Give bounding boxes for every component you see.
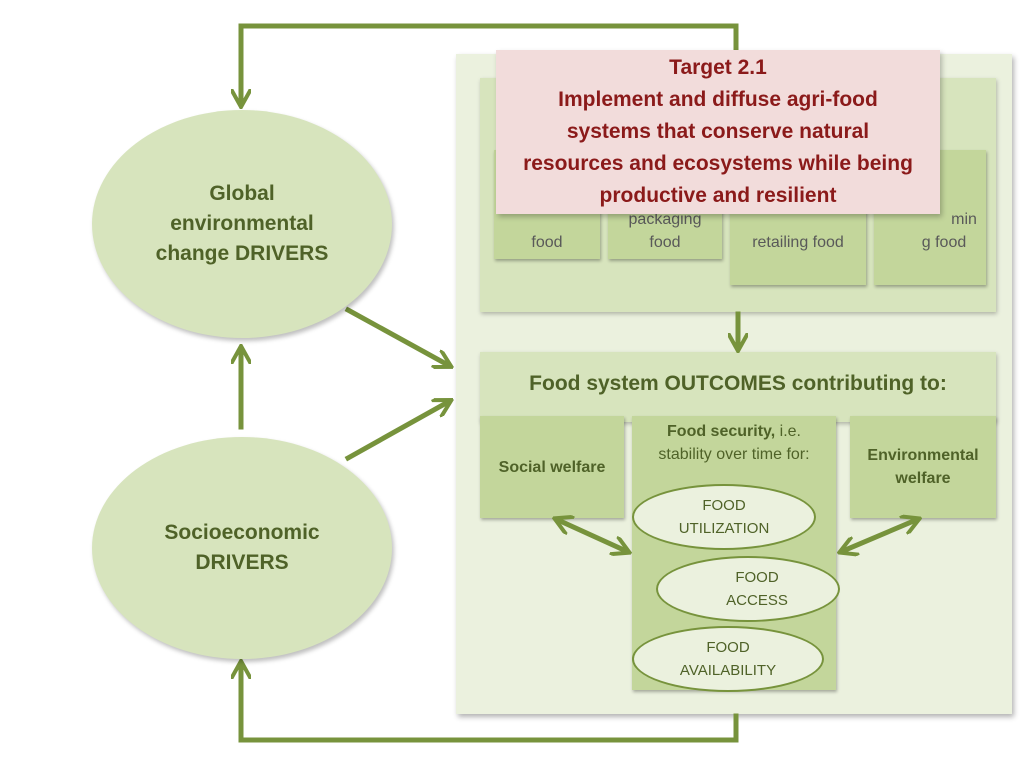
food-access-oval: FOOD ACCESS <box>656 556 840 622</box>
global-to-outcomes-arrow <box>344 306 448 365</box>
target-text-line-3: resources and ecosystems while being <box>523 152 913 175</box>
target-text-line-1: Implement and diffuse agri-food <box>558 88 878 111</box>
food-availability-oval: FOOD AVAILABILITY <box>632 626 824 692</box>
environmental-welfare-box: Environmental welfare <box>850 416 996 518</box>
food-security-title: Food security, i.e. stability over time … <box>658 423 810 463</box>
food-utilization-oval: FOOD UTILIZATION <box>632 484 816 550</box>
socioeconomic-drivers-oval: Socioeconomic DRIVERS <box>92 437 392 659</box>
social-welfare-box: Social welfare <box>480 416 624 518</box>
global-drivers-label: Global environmental change DRIVERS <box>155 182 329 265</box>
socio-to-outcomes-arrow <box>344 402 448 462</box>
target-title: Target 2.1 <box>669 56 767 79</box>
socioeconomic-drivers-label: Socioeconomic DRIVERS <box>164 521 320 574</box>
target-text-line-2: systems that conserve natural <box>566 120 870 143</box>
target-text-line-4: productive and resilient <box>599 184 837 207</box>
global-environmental-drivers-oval: Global environmental change DRIVERS <box>92 110 392 338</box>
target-2-1-box: Target 2.1 Implement and diffuse agri-fo… <box>496 50 940 214</box>
outcomes-header: Food system OUTCOMES contributing to: <box>480 352 996 416</box>
